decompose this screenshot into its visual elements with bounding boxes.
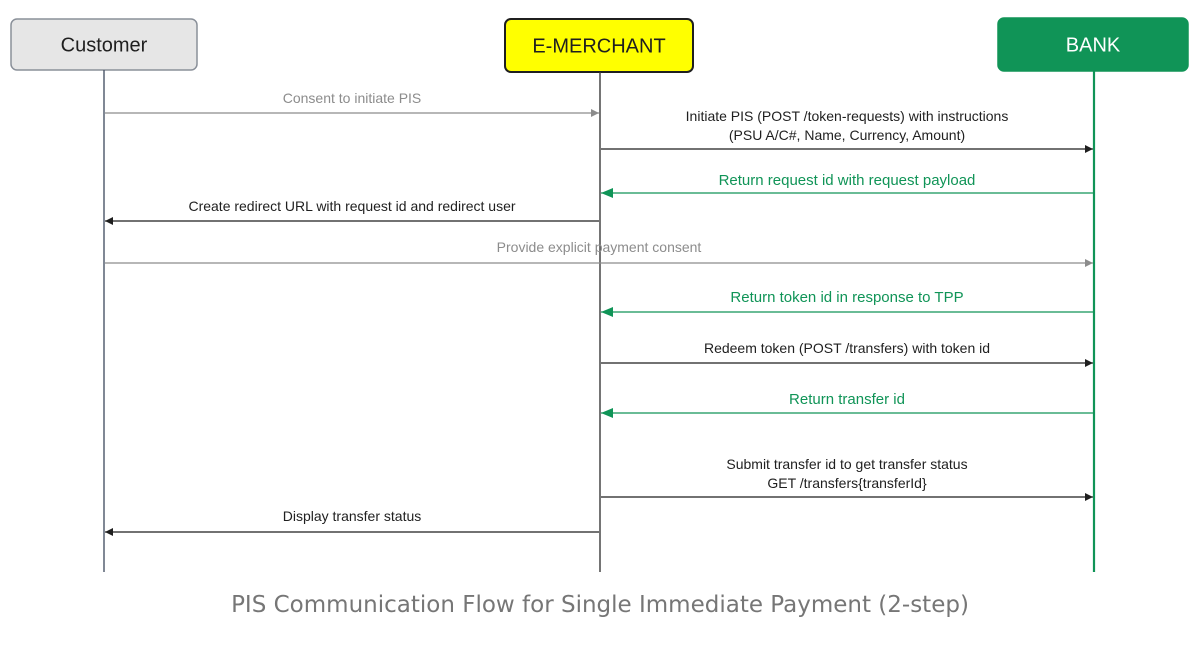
message-label: Return transfer id bbox=[789, 391, 905, 408]
message-label: Redeem token (POST /transfers) with toke… bbox=[704, 340, 990, 356]
participant-label-customer: Customer bbox=[61, 35, 148, 57]
diagram-caption: PIS Communication Flow for Single Immedi… bbox=[231, 592, 969, 618]
message-label: Provide explicit payment consent bbox=[497, 239, 702, 255]
message-label: (PSU A/C#, Name, Currency, Amount) bbox=[729, 127, 965, 143]
participant-customer: Customer bbox=[10, 18, 198, 71]
message-1: Consent to initiate PIS bbox=[105, 90, 599, 117]
participant-label-merchant: E-MERCHANT bbox=[532, 36, 665, 58]
message-3: Return request id with request payload bbox=[601, 172, 1093, 198]
message-label: Display transfer status bbox=[283, 508, 422, 524]
participant-label-bank: BANK bbox=[1066, 35, 1121, 57]
message-9: Submit transfer id to get transfer statu… bbox=[601, 456, 1093, 501]
message-label: GET /transfers{transferId} bbox=[767, 475, 927, 491]
message-label: Create redirect URL with request id and … bbox=[188, 198, 515, 214]
participant-bank: BANK bbox=[997, 17, 1189, 72]
message-8: Return transfer id bbox=[601, 391, 1093, 418]
message-4: Create redirect URL with request id and … bbox=[105, 198, 599, 225]
message-10: Display transfer status bbox=[105, 508, 599, 536]
message-5: Provide explicit payment consent bbox=[105, 239, 1093, 267]
participant-box-merchant bbox=[504, 18, 694, 73]
message-label: Return token id in response to TPP bbox=[730, 289, 963, 306]
message-label: Return request id with request payload bbox=[719, 172, 976, 189]
message-6: Return token id in response to TPP bbox=[601, 289, 1093, 317]
message-label: Initiate PIS (POST /token-requests) with… bbox=[686, 108, 1009, 124]
participant-merchant: E-MERCHANT bbox=[504, 18, 694, 73]
message-label: Consent to initiate PIS bbox=[283, 90, 422, 106]
message-7: Redeem token (POST /transfers) with toke… bbox=[601, 340, 1093, 367]
message-label: Submit transfer id to get transfer statu… bbox=[726, 456, 967, 472]
message-2: Initiate PIS (POST /token-requests) with… bbox=[601, 108, 1093, 153]
